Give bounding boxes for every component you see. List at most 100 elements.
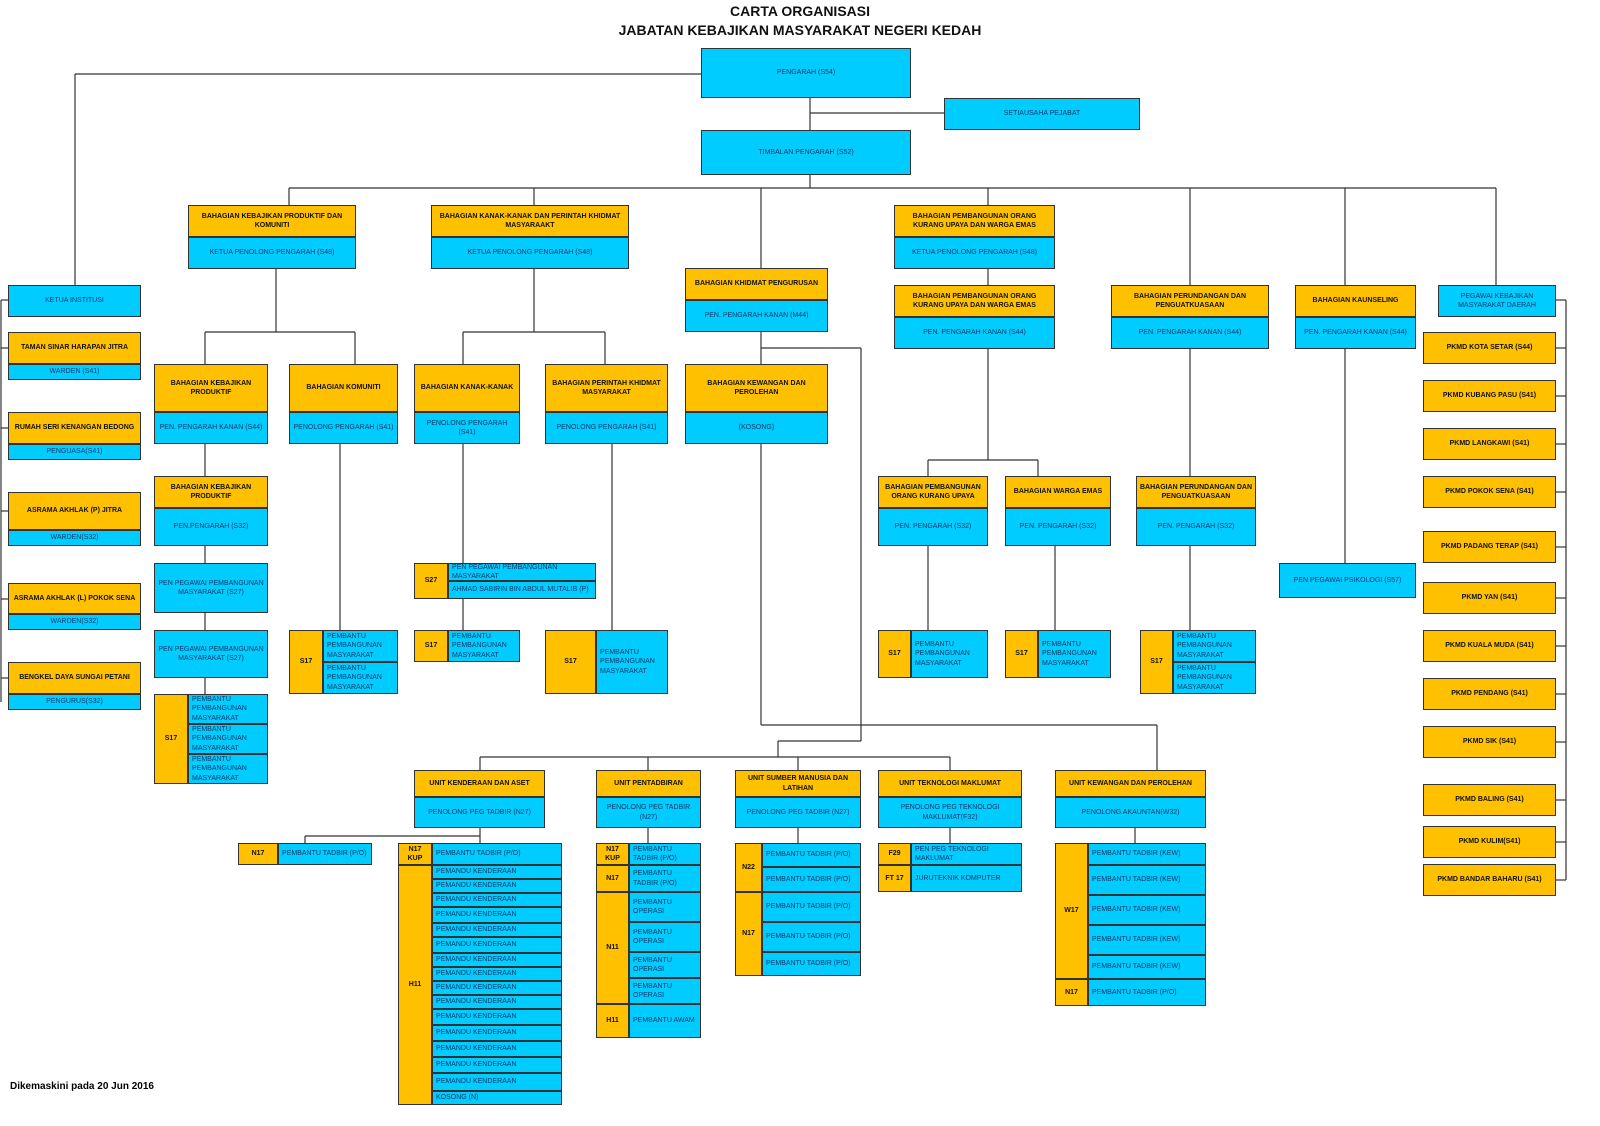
staff-position-row[interactable]: PEMBANTU TADBIR (P/O) [432, 843, 562, 865]
boku3-position[interactable]: PEN. PENGARAH (S32) [878, 508, 988, 546]
bkom-unit-name[interactable]: BAHAGIAN KOMUNITI [289, 364, 398, 412]
pengarah-position[interactable]: PENGARAH (S54) [701, 48, 911, 98]
inst1-position[interactable]: WARDEN (S41) [8, 364, 141, 380]
bpp-unit-name[interactable]: BAHAGIAN PERUNDANGAN DAN PENGUATKUASAAN [1111, 285, 1269, 317]
bprod2-unit-name[interactable]: BAHAGIAN KEBAJIKAN PRODUKTIF [154, 476, 268, 508]
bwe-unit-name[interactable]: BAHAGIAN WARGA EMAS [1005, 476, 1111, 508]
staff-position-row[interactable]: PEMANDU KENDERAAN [432, 893, 562, 907]
bkpk-position[interactable]: KETUA PENOLONG PENGARAH (S48) [188, 237, 356, 269]
boku1-unit-name[interactable]: BAHAGIAN PEMBANGUNAN ORANG KURANG UPAYA … [894, 205, 1055, 237]
u1-position[interactable]: PENOLONG PEG TADBIR (N27) [414, 797, 545, 828]
ketua_institusi-position[interactable]: KETUA INSTITUSI [8, 285, 141, 317]
u5-unit-name[interactable]: UNIT KEWANGAN DAN PEROLEHAN [1055, 770, 1206, 797]
staff-position-row[interactable]: PEMANDU KENDERAAN [432, 953, 562, 967]
u1-unit-name[interactable]: UNIT KENDERAAN DAN ASET [414, 770, 545, 797]
bpp2-position[interactable]: PEN. PENGARAH (S32) [1136, 508, 1256, 546]
staff-position-row[interactable]: PEMANDU KENDERAAN [432, 1009, 562, 1025]
staff-position-row[interactable]: PEMANDU KENDERAAN [432, 1057, 562, 1073]
u3-unit-name[interactable]: UNIT SUMBER MANUSIA DAN LATIHAN [735, 770, 861, 797]
staff-position-row[interactable]: PEMANDU KENDERAAN [432, 981, 562, 995]
staff-position-row[interactable]: PEMBANTU PEMBANGUNAN MASYARAKAT [1173, 630, 1256, 662]
bprod2-position[interactable]: PEN.PENGARAH (S32) [154, 508, 268, 546]
bk-position[interactable]: PEN. PENGARAH KANAN (S44) [1295, 317, 1416, 349]
ppm2-position[interactable]: PEN PEGAWAI PEMBANGUNAN MASYARAKAT (S27) [154, 630, 268, 678]
staff-position-row[interactable]: PEMBANTU OPERASI [629, 952, 701, 978]
staff-position-row[interactable]: PEMBANTU TADBIR (KEW) [1088, 843, 1206, 865]
staff-position-row[interactable]: PEMBANTU TADBIR (P/O) [1088, 979, 1206, 1006]
inst3-unit-name[interactable]: ASRAMA AKHLAK (P) JITRA [8, 492, 141, 530]
staff-position-row[interactable]: AHMAD SABIRIN BIN ABDUL MUTALIB (P) [448, 581, 596, 599]
bpp2-unit-name[interactable]: BAHAGIAN PERUNDANGAN DAN PENGUATKUASAAN [1136, 476, 1256, 508]
staff-position-row[interactable]: PEMBANTU PEMBANGUNAN MASYARAKAT [188, 754, 268, 784]
psiko-position[interactable]: PEN PEGAWAI PSIKOLOGI (S57) [1279, 563, 1416, 598]
staff-position-row[interactable]: PEMANDU KENDERAAN [432, 1025, 562, 1041]
staff-position-row[interactable]: PEMANDU KENDERAAN [432, 937, 562, 953]
pkmd-position[interactable]: PEGAWAI KEBAJIKAN MASYARAKAT DAERAH [1438, 285, 1556, 317]
staff-position-row[interactable]: PEMBANTU TADBIR (P/O) [762, 952, 861, 976]
inst3-position[interactable]: WARDEN(S32) [8, 530, 141, 546]
district-office-box[interactable]: PKMD PADANG TERAP (S41) [1423, 531, 1556, 563]
staff-position-row[interactable]: PEMANDU KENDERAAN [432, 1041, 562, 1057]
staff-position-row[interactable]: PEMBANTU PEMBANGUNAN MASYARAKAT [323, 662, 398, 694]
bkew-unit-name[interactable]: BAHAGIAN KEWANGAN DAN PEROLEHAN [685, 364, 828, 412]
staff-position-row[interactable]: PEMBANTU TADBIR (P/O) [278, 843, 372, 865]
staff-position-row[interactable]: PEMBANTU PEMBANGUNAN MASYARAKAT [911, 630, 988, 678]
bkp-position[interactable]: PEN. PENGARAH KANAN (M44) [685, 300, 828, 332]
staff-position-row[interactable]: PEMBANTU TADBIR (P/O) [629, 843, 701, 865]
u4-position[interactable]: PENOLONG PEG TEKNOLOGI MAKLUMAT(F32) [878, 797, 1022, 828]
bpkm-position[interactable]: PENOLONG PENGARAH (S41) [545, 412, 668, 444]
district-office-box[interactable]: PKMD PENDANG (S41) [1423, 678, 1556, 710]
boku2-position[interactable]: PEN. PENGARAH KANAN (S44) [894, 317, 1055, 349]
staff-position-row[interactable]: PEMBANTU PEMBANGUNAN MASYARAKAT [188, 694, 268, 724]
inst4-position[interactable]: WARDEN(S32) [8, 614, 141, 630]
staff-position-row[interactable]: PEMANDU KENDERAAN [432, 865, 562, 879]
boku1-position[interactable]: KETUA PENOLONG PENGARAH (S48) [894, 237, 1055, 269]
district-office-box[interactable]: PKMD BANDAR BAHARU (S41) [1423, 864, 1556, 896]
staff-position-row[interactable]: PEMANDU KENDERAAN [432, 995, 562, 1009]
u5-position[interactable]: PENOLONG AKAUNTAN(W32) [1055, 797, 1206, 828]
inst1-unit-name[interactable]: TAMAN SINAR HARAPAN JITRA [8, 332, 141, 364]
staff-position-row[interactable]: PEMBANTU PEMBANGUNAN MASYARAKAT [448, 630, 520, 662]
inst4-unit-name[interactable]: ASRAMA AKHLAK (L) POKOK SENA [8, 583, 141, 614]
ppm1-position[interactable]: PEN PEGAWAI PEMBANGUNAN MASYARAKAT (S27) [154, 563, 268, 613]
staff-position-row[interactable]: PEMBANTU TADBIR (KEW) [1088, 925, 1206, 955]
district-office-box[interactable]: PKMD SIK (S41) [1423, 726, 1556, 758]
bkkpkm-unit-name[interactable]: BAHAGIAN KANAK-KANAK DAN PERINTAH KHIDMA… [431, 205, 629, 237]
staff-position-row[interactable]: PEMBANTU TADBIR (P/O) [762, 843, 861, 867]
bkew-position[interactable]: (KOSONG) [685, 412, 828, 444]
staff-position-row[interactable]: PEMANDU KENDERAAN [432, 923, 562, 937]
u2-unit-name[interactable]: UNIT PENTADBIRAN [596, 770, 701, 797]
staff-position-row[interactable]: PEMANDU KENDERAAN [432, 907, 562, 923]
bkk-unit-name[interactable]: BAHAGIAN KANAK-KANAK [414, 364, 520, 412]
staff-position-row[interactable]: PEMBANTU TADBIR (P/O) [762, 867, 861, 892]
district-office-box[interactable]: PKMD POKOK SENA (S41) [1423, 476, 1556, 508]
staff-position-row[interactable]: PEMBANTU TADBIR (P/O) [762, 922, 861, 952]
staff-position-row[interactable]: PEMBANTU TADBIR (KEW) [1088, 955, 1206, 979]
staff-position-row[interactable]: PEMBANTU PEMBANGUNAN MASYARAKAT [596, 630, 668, 694]
bpp-position[interactable]: PEN. PENGARAH KANAN (S44) [1111, 317, 1269, 349]
staff-position-row[interactable]: PEMBANTU PEMBANGUNAN MASYARAKAT [1173, 662, 1256, 694]
inst2-position[interactable]: PENGUASA(S41) [8, 444, 141, 460]
staff-position-row[interactable]: PEMBANTU PEMBANGUNAN MASYARAKAT [1038, 630, 1111, 678]
setiausaha-position[interactable]: SETIAUSAHA PEJABAT [944, 98, 1140, 130]
staff-position-row[interactable]: PEMBANTU OPERASI [629, 978, 701, 1004]
inst5-unit-name[interactable]: BENGKEL DAYA SUNGAI PETANI [8, 662, 141, 694]
staff-position-row[interactable]: PEMANDU KENDERAAN [432, 967, 562, 981]
staff-position-row[interactable]: PEMBANTU OPERASI [629, 892, 701, 922]
u2-position[interactable]: PENOLONG PEG TADBIR (N27) [596, 797, 701, 828]
boku3-unit-name[interactable]: BAHAGIAN PEMBANGUNAN ORANG KURANG UPAYA [878, 476, 988, 508]
staff-position-row[interactable]: PEMBANTU PEMBANGUNAN MASYARAKAT [323, 630, 398, 662]
u3-position[interactable]: PENOLONG PEG TADBIR (N27) [735, 797, 861, 828]
bpkm-unit-name[interactable]: BAHAGIAN PERINTAH KHIDMAT MASYARAKAT [545, 364, 668, 412]
staff-position-row[interactable]: PEMBANTU PEMBANGUNAN MASYARAKAT [188, 724, 268, 754]
district-office-box[interactable]: PKMD YAN (S41) [1423, 582, 1556, 614]
staff-position-row[interactable]: PEMBANTU TADBIR (P/O) [762, 892, 861, 922]
staff-position-row[interactable]: PEMBANTU TADBIR (P/O) [629, 865, 701, 892]
boku2-unit-name[interactable]: BAHAGIAN PEMBANGUNAN ORANG KURANG UPAYA … [894, 285, 1055, 317]
timbalan-position[interactable]: TIMBALAN PENGARAH (S52) [701, 130, 911, 175]
staff-position-row[interactable]: KOSONG (N) [432, 1091, 562, 1105]
district-office-box[interactable]: PKMD BALING (S41) [1423, 784, 1556, 816]
inst5-position[interactable]: PENGURUS(S32) [8, 694, 141, 710]
bkom-position[interactable]: PENOLONG PENGARAH (S41) [289, 412, 398, 444]
staff-position-row[interactable]: PEN PEG TEKNOLOGI MAKLUMAT [911, 843, 1022, 865]
